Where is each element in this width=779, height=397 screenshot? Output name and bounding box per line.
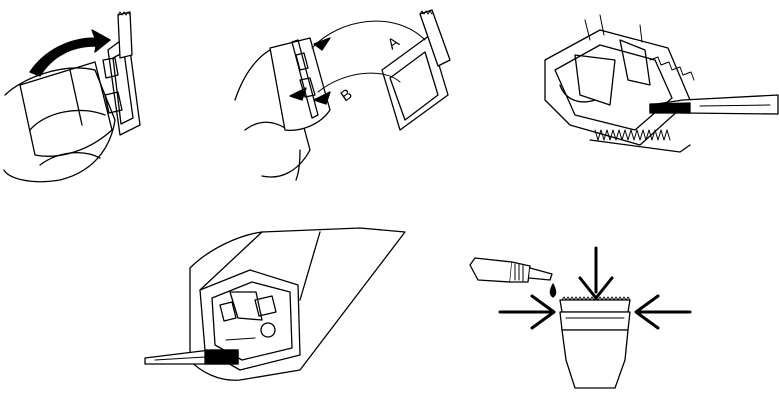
panel-clean-head-brush xyxy=(145,228,405,380)
clipper-body xyxy=(20,62,112,156)
panel-remove-blade xyxy=(4,12,140,182)
label-b: B xyxy=(338,86,356,106)
panel-attach-blade: A B xyxy=(235,10,450,180)
panel-clean-blade-brush xyxy=(545,15,778,152)
thumb-outline xyxy=(30,110,105,130)
clipper-head xyxy=(270,38,330,130)
arrowhead-a-icon xyxy=(314,38,330,50)
oil-drop-icon xyxy=(550,284,555,297)
blade-mechanism xyxy=(545,30,690,145)
blade-housing xyxy=(562,330,628,388)
connector-a xyxy=(312,21,425,48)
brush-icon xyxy=(145,350,238,364)
label-a: A xyxy=(385,34,403,54)
blade-separate xyxy=(382,10,450,130)
oil-bottle-icon xyxy=(470,258,556,297)
blade-oiled xyxy=(560,297,630,388)
panel-oil-blade xyxy=(470,248,690,388)
